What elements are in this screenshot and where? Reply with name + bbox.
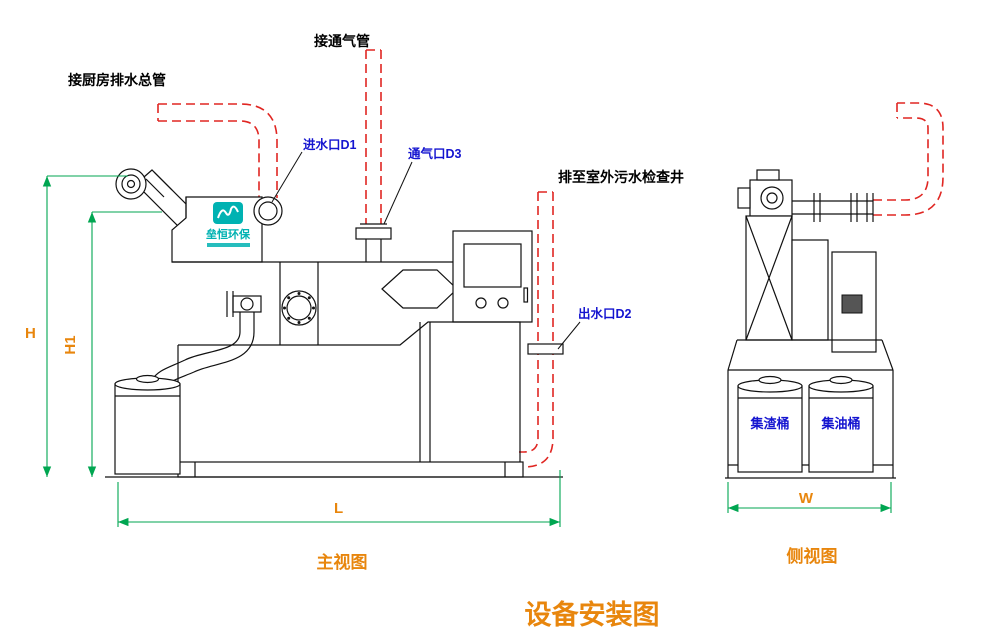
kitchen-inlet-pipe (157, 103, 278, 198)
label-outlet-d2: 出水口D2 (578, 306, 632, 321)
panel-button (475, 297, 487, 309)
outlet-flange-d2 (527, 343, 564, 355)
label-vent-pipe: 接通气管 (314, 33, 370, 49)
label-oil-bucket: 集油桶 (820, 416, 860, 431)
label-slag-bucket: 集渣桶 (749, 416, 789, 431)
dim-label-w: W (799, 490, 814, 507)
brand-logo: 垒恒环保 (206, 202, 251, 247)
side-view-caption: 侧视图 (787, 546, 838, 566)
front-annotations: 接厨房排水总管 接通气管 排至室外污水检查井 进水口D1 通气口D3 出水口D2 (68, 33, 684, 350)
slag-bucket (737, 375, 803, 473)
logo-mark-icon (213, 202, 243, 224)
front-bucket (114, 374, 181, 475)
oil-bucket (808, 375, 874, 473)
manhole-flange (281, 290, 317, 326)
front-dimensions: H H1 L (25, 175, 561, 527)
drain-valve (226, 291, 262, 332)
tank-body (177, 321, 524, 478)
side-outlet-pipe (873, 102, 944, 216)
side-dimensions: W (727, 482, 892, 513)
control-panel (452, 230, 533, 323)
dim-label-h1: H1 (62, 335, 79, 354)
vent-pipe (365, 49, 382, 224)
side-motor (737, 169, 793, 217)
vent-fitting-d3 (355, 223, 392, 262)
side-view: 集渣桶 集油桶 W 侧视图 (725, 102, 944, 566)
logo-text: 垒恒环保 (206, 227, 251, 241)
hex-duct (381, 269, 458, 309)
panel-screen (463, 243, 522, 288)
equipment-front (105, 168, 564, 478)
label-kitchen-main: 接厨房排水总管 (68, 72, 166, 88)
dim-label-h: H (25, 325, 36, 342)
equipment-side (725, 169, 896, 479)
dim-label-l: L (334, 500, 343, 517)
label-vent-d3: 通气口D3 (408, 146, 462, 161)
front-view-caption: 主视图 (317, 552, 368, 572)
front-view: 垒恒环保 H H1 L 接厨房排水总管 接通气管 排至室外污水检查井 进水口D1… (25, 33, 684, 572)
label-inlet-d1: 进水口D1 (303, 137, 357, 152)
inlet-flange-d1 (253, 196, 283, 226)
drawing-title: 设备安装图 (525, 600, 660, 630)
outlet-riser-pipe (519, 191, 554, 468)
label-to-well: 排至室外污水检查井 (558, 169, 684, 185)
panel-button (497, 297, 509, 309)
